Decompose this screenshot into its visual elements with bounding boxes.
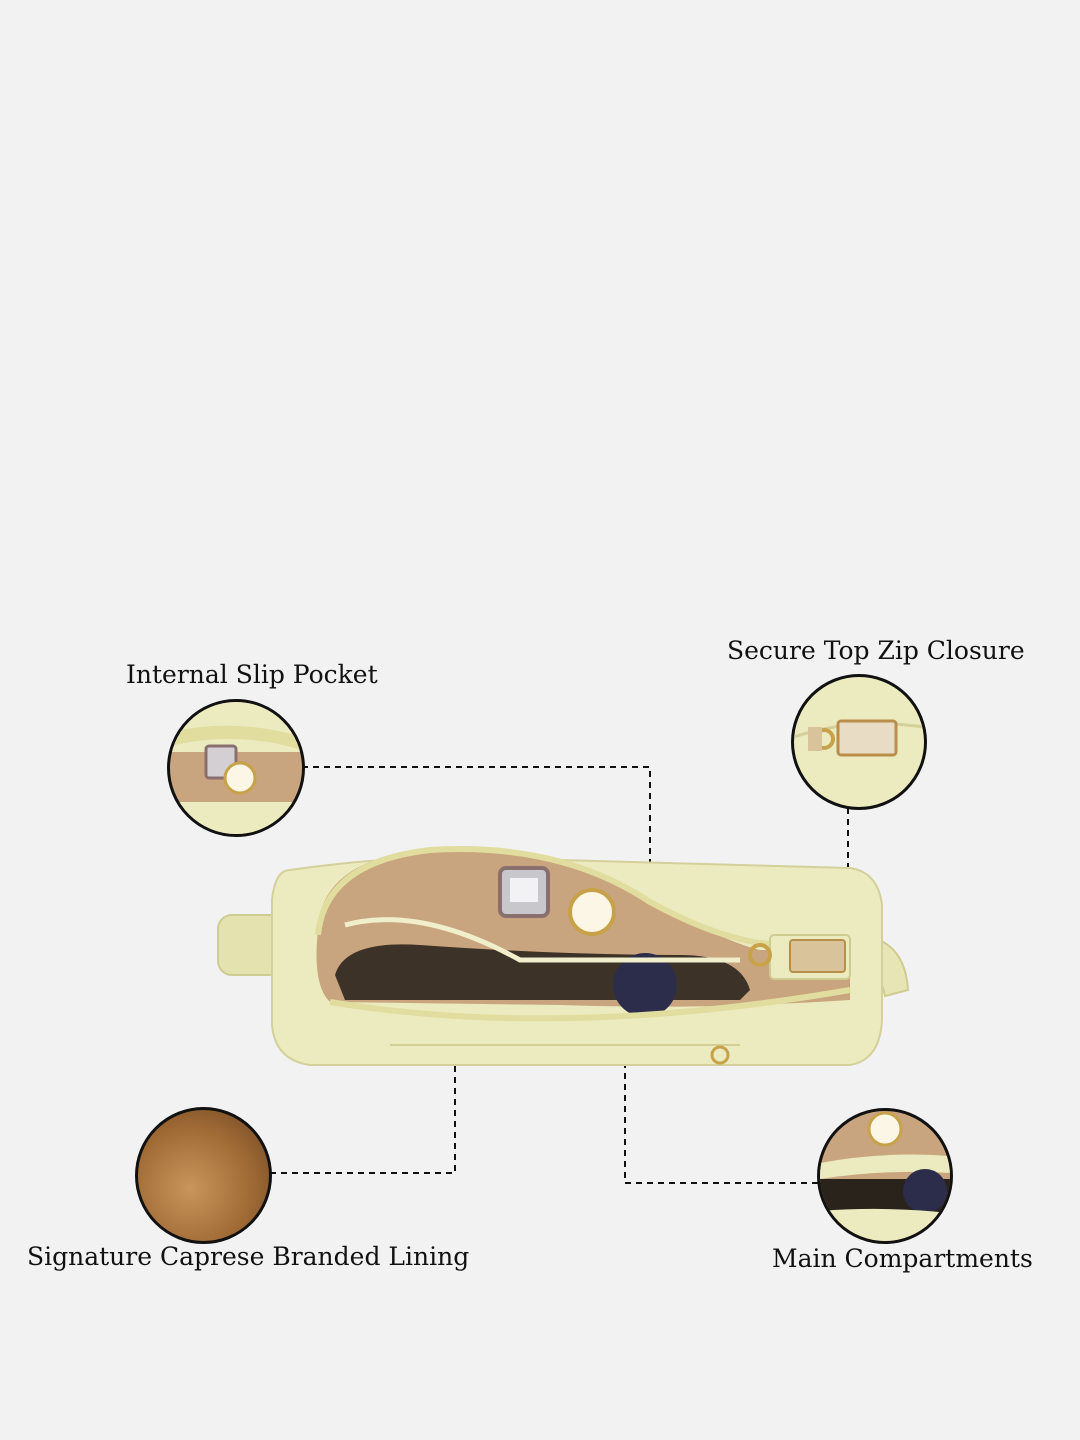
detail-circle-slip-pocket: [167, 699, 305, 837]
detail-circle-main-compartment: [817, 1108, 953, 1244]
handbag: [217, 846, 910, 1066]
label-branded-lining: Signature Caprese Branded Lining: [27, 1242, 470, 1271]
label-secure-top-zip: Secure Top Zip Closure: [727, 636, 1025, 665]
label-main-compartments: Main Compartments: [772, 1244, 1033, 1273]
detail-circle-zip-closure: [791, 674, 927, 810]
label-internal-slip-pocket: Internal Slip Pocket: [126, 660, 378, 689]
detail-circle-branded-lining: [135, 1107, 272, 1244]
